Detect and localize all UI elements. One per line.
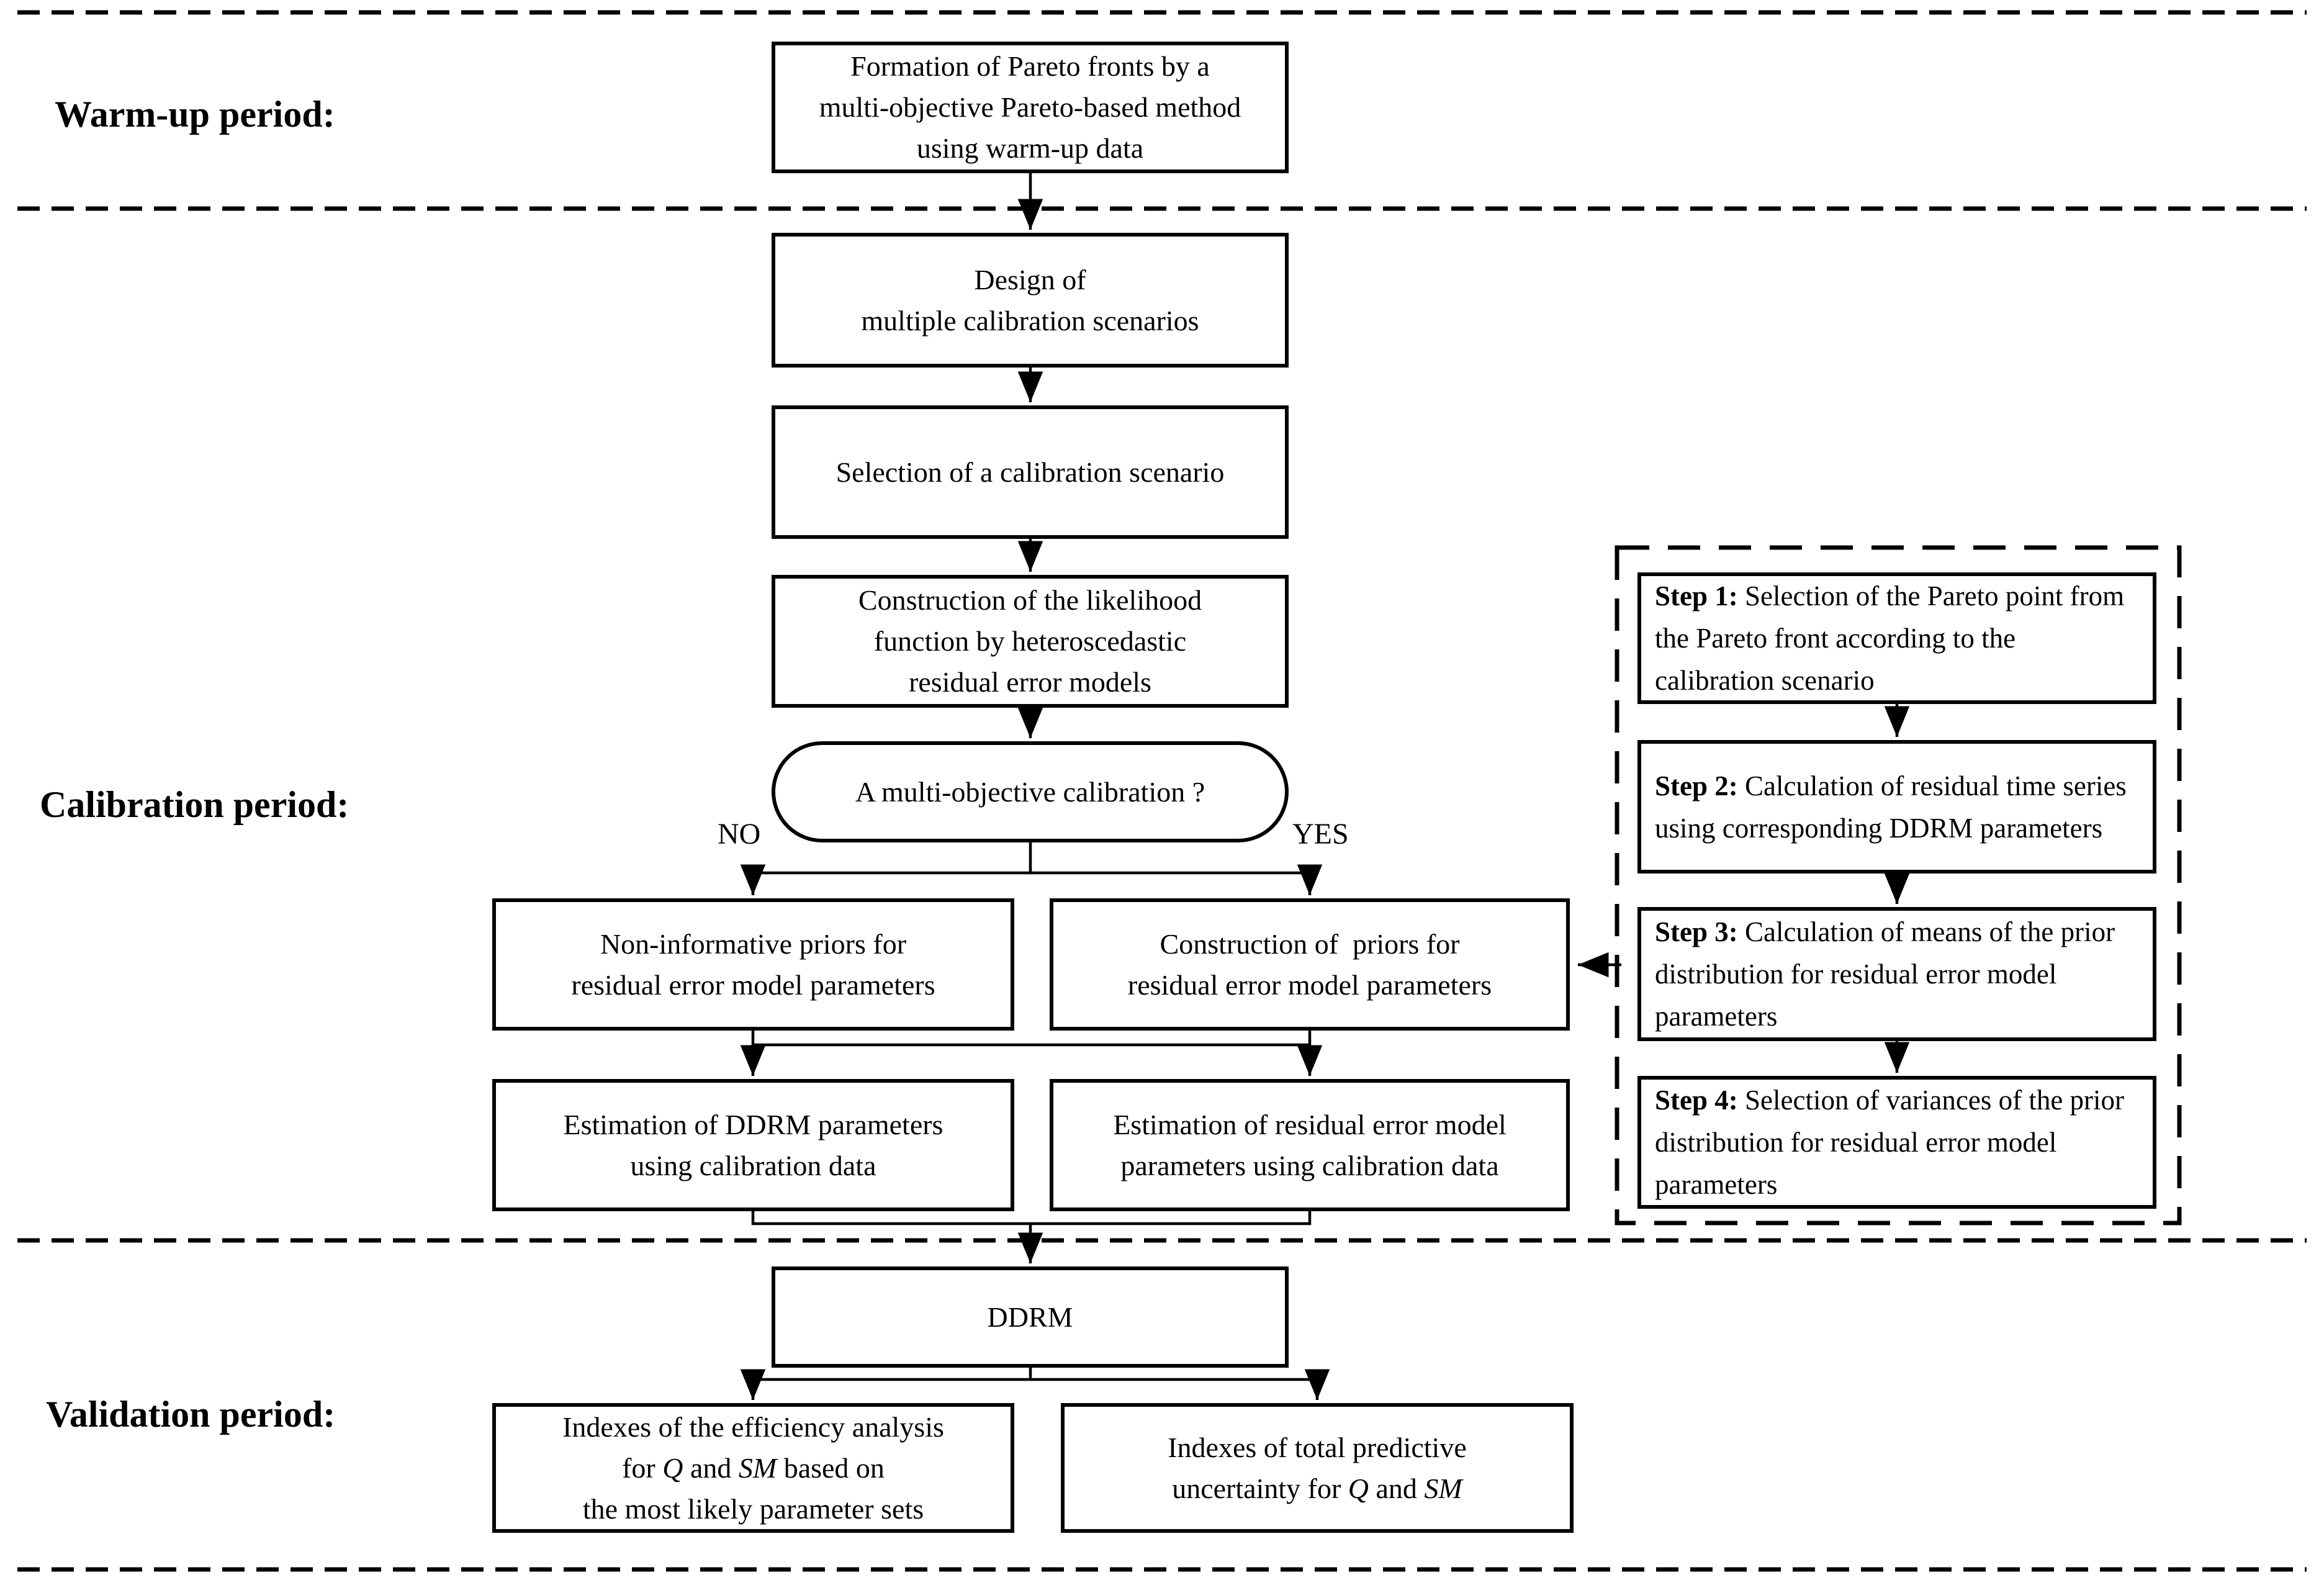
node-noninformative-priors-text: Non-informative priors for residual erro…	[571, 928, 935, 1001]
calibration-period-label: Calibration period:	[40, 784, 349, 825]
arrow-ddrm-efficiency	[740, 1368, 1032, 1400]
node-estimate-residual-params-text: Estimation of residual error model param…	[1113, 1108, 1507, 1181]
efficiency-line1: Indexes of the efficiency analysis	[562, 1411, 944, 1443]
period-separator-lines	[17, 10, 2307, 1572]
uncertainty-line2: uncertainty for Q and SM	[1172, 1472, 1462, 1504]
node-uncertainty-indexes: Indexes of total predictive uncertainty …	[1061, 1403, 1574, 1533]
steps-dashed-container	[1615, 545, 2182, 1226]
step-4-box: Step 4: Selection of variances of the pr…	[1637, 1076, 2156, 1209]
node-estimate-residual-params: Estimation of residual error model param…	[1050, 1079, 1570, 1211]
step-2-box: Step 2: Calculation of residual time ser…	[1637, 740, 2156, 874]
node-estimate-ddrm-params: Estimation of DDRM parameters using cali…	[492, 1079, 1014, 1211]
node-noninformative-priors: Non-informative priors for residual erro…	[492, 898, 1014, 1031]
node-select-scenario-text: Selection of a calibration scenario	[835, 456, 1225, 488]
node-select-scenario: Selection of a calibration scenario	[772, 405, 1289, 539]
uncertainty-line1: Indexes of total predictive	[1168, 1431, 1467, 1463]
step-3-text: Step 3: Calculation of means of the prio…	[1655, 916, 2115, 1032]
node-design-scenarios-text: Design of multiple calibration scenarios	[861, 263, 1199, 336]
node-pareto-fronts: Formation of Pareto fronts by a multi-ob…	[772, 42, 1289, 173]
node-efficiency-indexes-text: Indexes of the efficiency analysis for Q…	[562, 1407, 944, 1530]
branch-label-no: NO	[718, 818, 761, 851]
sm-symbol: SM	[1424, 1472, 1462, 1504]
node-efficiency-indexes: Indexes of the efficiency analysis for Q…	[492, 1403, 1014, 1533]
node-likelihood-function-text: Construction of the likelihood function …	[858, 584, 1202, 698]
step-1-box: Step 1: Selection of the Pareto point fr…	[1637, 572, 2156, 704]
node-ddrm: DDRM	[772, 1266, 1289, 1368]
step-2-text: Step 2: Calculation of residual time ser…	[1655, 770, 2127, 844]
decision-multi-objective-text: A multi-objective calibration ?	[855, 775, 1205, 808]
decision-multi-objective: A multi-objective calibration ?	[772, 741, 1289, 842]
node-construct-priors: Construction of priors for residual erro…	[1050, 898, 1570, 1031]
efficiency-line2: for Q and SM based on	[622, 1451, 885, 1484]
validation-period-label: Validation period:	[46, 1394, 336, 1435]
node-likelihood-function: Construction of the likelihood function …	[772, 575, 1289, 708]
arrow-ddrm-uncertainty	[1030, 1369, 1330, 1400]
node-estimate-ddrm-params-text: Estimation of DDRM parameters using cali…	[563, 1108, 944, 1181]
node-construct-priors-text: Construction of priors for residual erro…	[1127, 928, 1492, 1001]
node-ddrm-text: DDRM	[987, 1301, 1073, 1333]
step-1-text: Step 1: Selection of the Pareto point fr…	[1655, 580, 2125, 696]
arrow-decision-no	[740, 842, 1032, 895]
connector-estimation-merge	[751, 1211, 1312, 1226]
arrow-decision-yes	[1030, 864, 1323, 895]
warmup-period-label: Warm-up period:	[55, 94, 335, 135]
node-design-scenarios: Design of multiple calibration scenarios	[772, 233, 1289, 368]
efficiency-line3: the most likely parameter sets	[582, 1492, 924, 1525]
step-4-text: Step 4: Selection of variances of the pr…	[1655, 1085, 2125, 1200]
branch-label-yes: YES	[1292, 818, 1349, 851]
sm-symbol: SM	[738, 1451, 777, 1484]
q-symbol: Q	[662, 1451, 683, 1484]
flow-arrows	[740, 173, 1910, 1400]
q-symbol: Q	[1348, 1472, 1369, 1504]
node-pareto-fronts-text: Formation of Pareto fronts by a multi-ob…	[819, 50, 1241, 164]
node-uncertainty-indexes-text: Indexes of total predictive uncertainty …	[1168, 1427, 1467, 1509]
step-3-box: Step 3: Calculation of means of the prio…	[1637, 907, 2156, 1041]
